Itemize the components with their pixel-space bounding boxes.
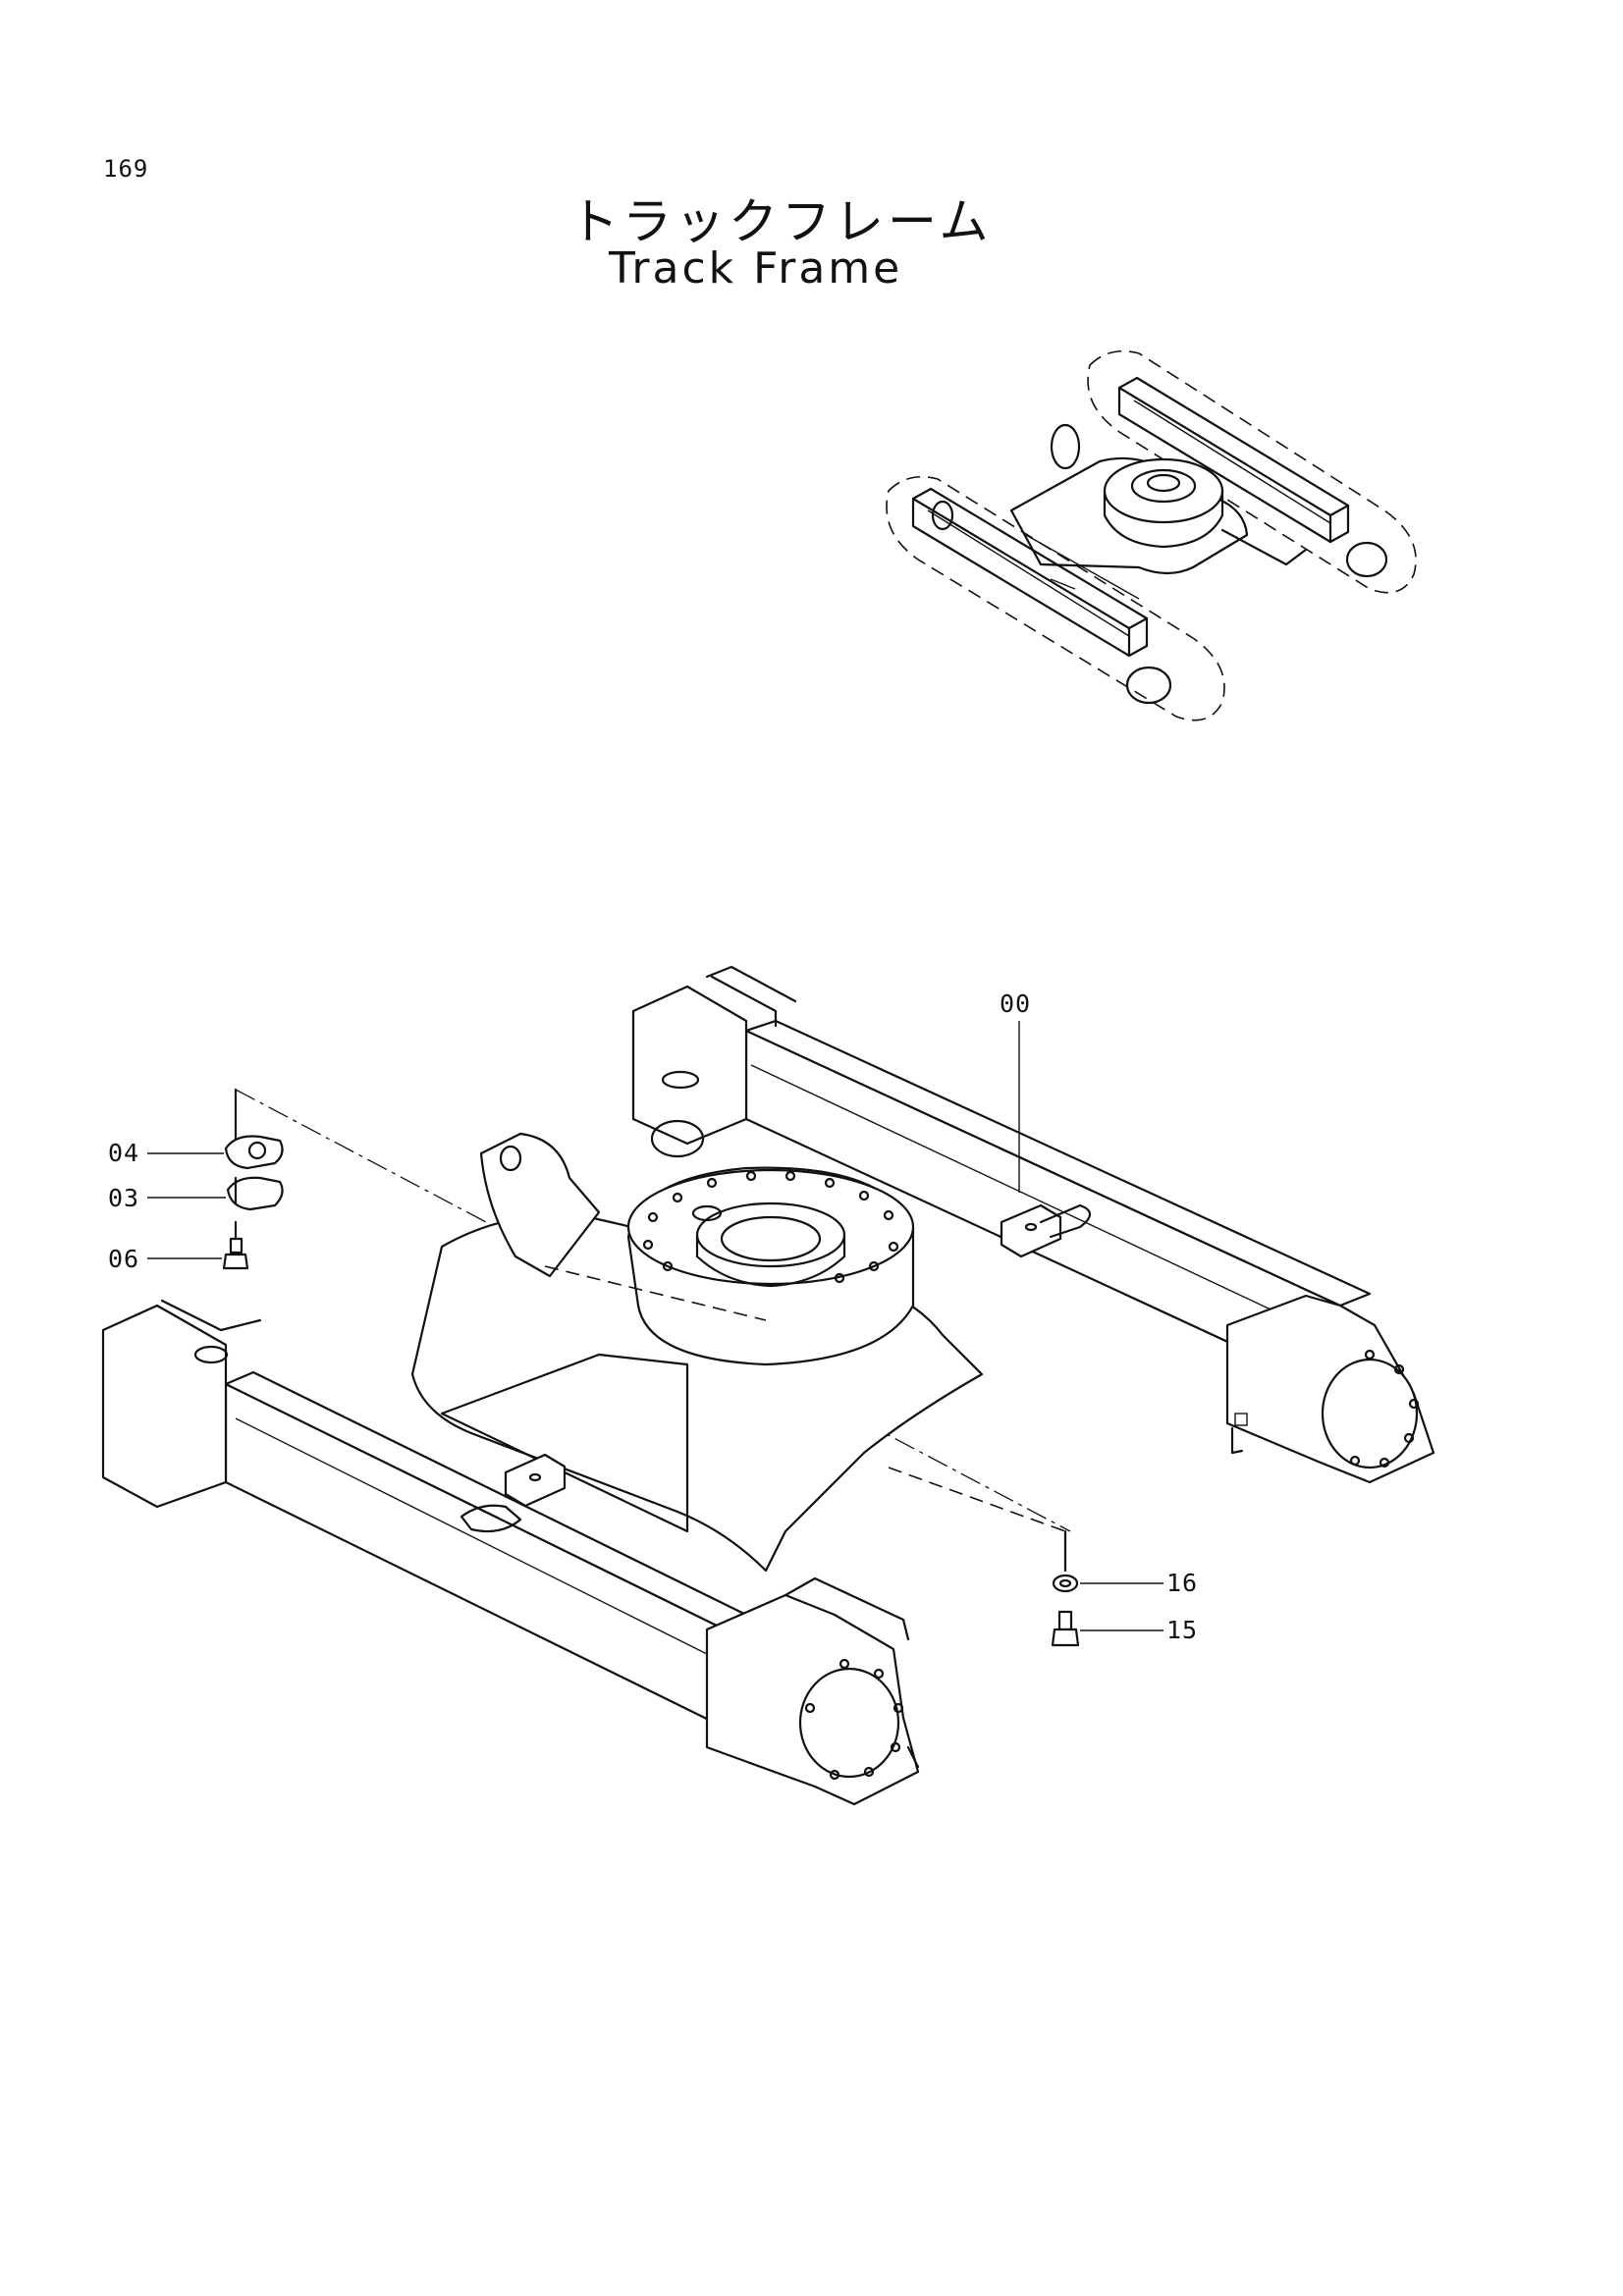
callout-06: 06 (108, 1245, 140, 1273)
page-number: 169 (103, 155, 149, 183)
part-03-plate (226, 1176, 284, 1211)
callout-04: 04 (108, 1139, 140, 1167)
callout-03: 03 (108, 1184, 140, 1212)
page-title-english: Track Frame (609, 243, 903, 294)
undercarriage-overview-illustration (886, 349, 1417, 721)
page-title-japanese: トラックフレーム (569, 193, 993, 250)
callout-00: 00 (1000, 989, 1032, 1018)
part-15-bolt (1051, 1610, 1080, 1647)
callout-15: 15 (1166, 1616, 1199, 1644)
track-frame-main-illustration (101, 965, 1435, 1806)
callout-16: 16 (1166, 1569, 1199, 1597)
part-06-bolt (222, 1220, 249, 1270)
callout-leader-lines (147, 1021, 1163, 1631)
part-04-plate (224, 1135, 284, 1170)
part-16-washer (1052, 1529, 1079, 1593)
